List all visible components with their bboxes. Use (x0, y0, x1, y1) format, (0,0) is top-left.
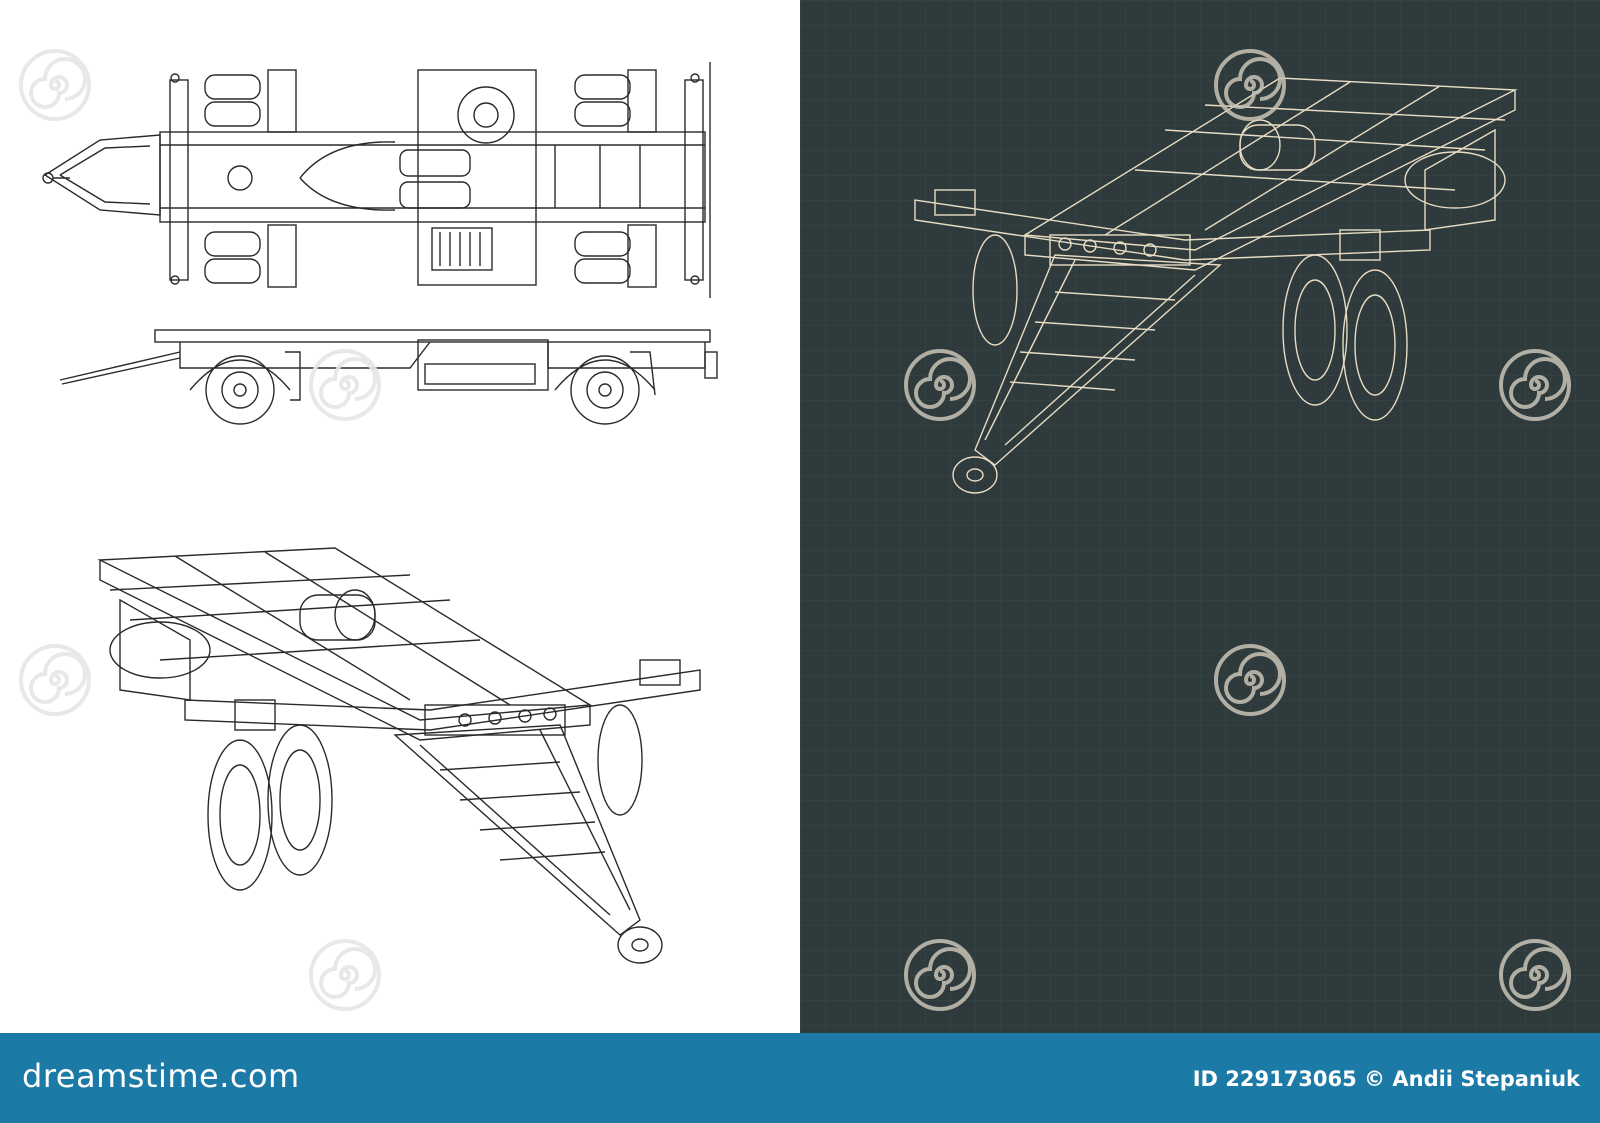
dark-blueprint-panel (800, 0, 1600, 1033)
side-view-drawing (59, 329, 718, 425)
footer-brand-logo[interactable]: dreamstime.com (22, 1057, 300, 1095)
dark-drawings (800, 0, 1600, 1033)
footer-image-credit: ID 229173065 © Andii Stepaniuk (1192, 1067, 1580, 1091)
light-drawings (19, 49, 718, 1011)
perspective-drawing (99, 547, 701, 964)
top-view-drawing (42, 61, 711, 299)
light-blueprint-panel (0, 0, 800, 1033)
grid-background (800, 0, 1600, 1033)
footer-bar: dreamstime.com ID 229173065 © Andii Step… (0, 1033, 1600, 1123)
